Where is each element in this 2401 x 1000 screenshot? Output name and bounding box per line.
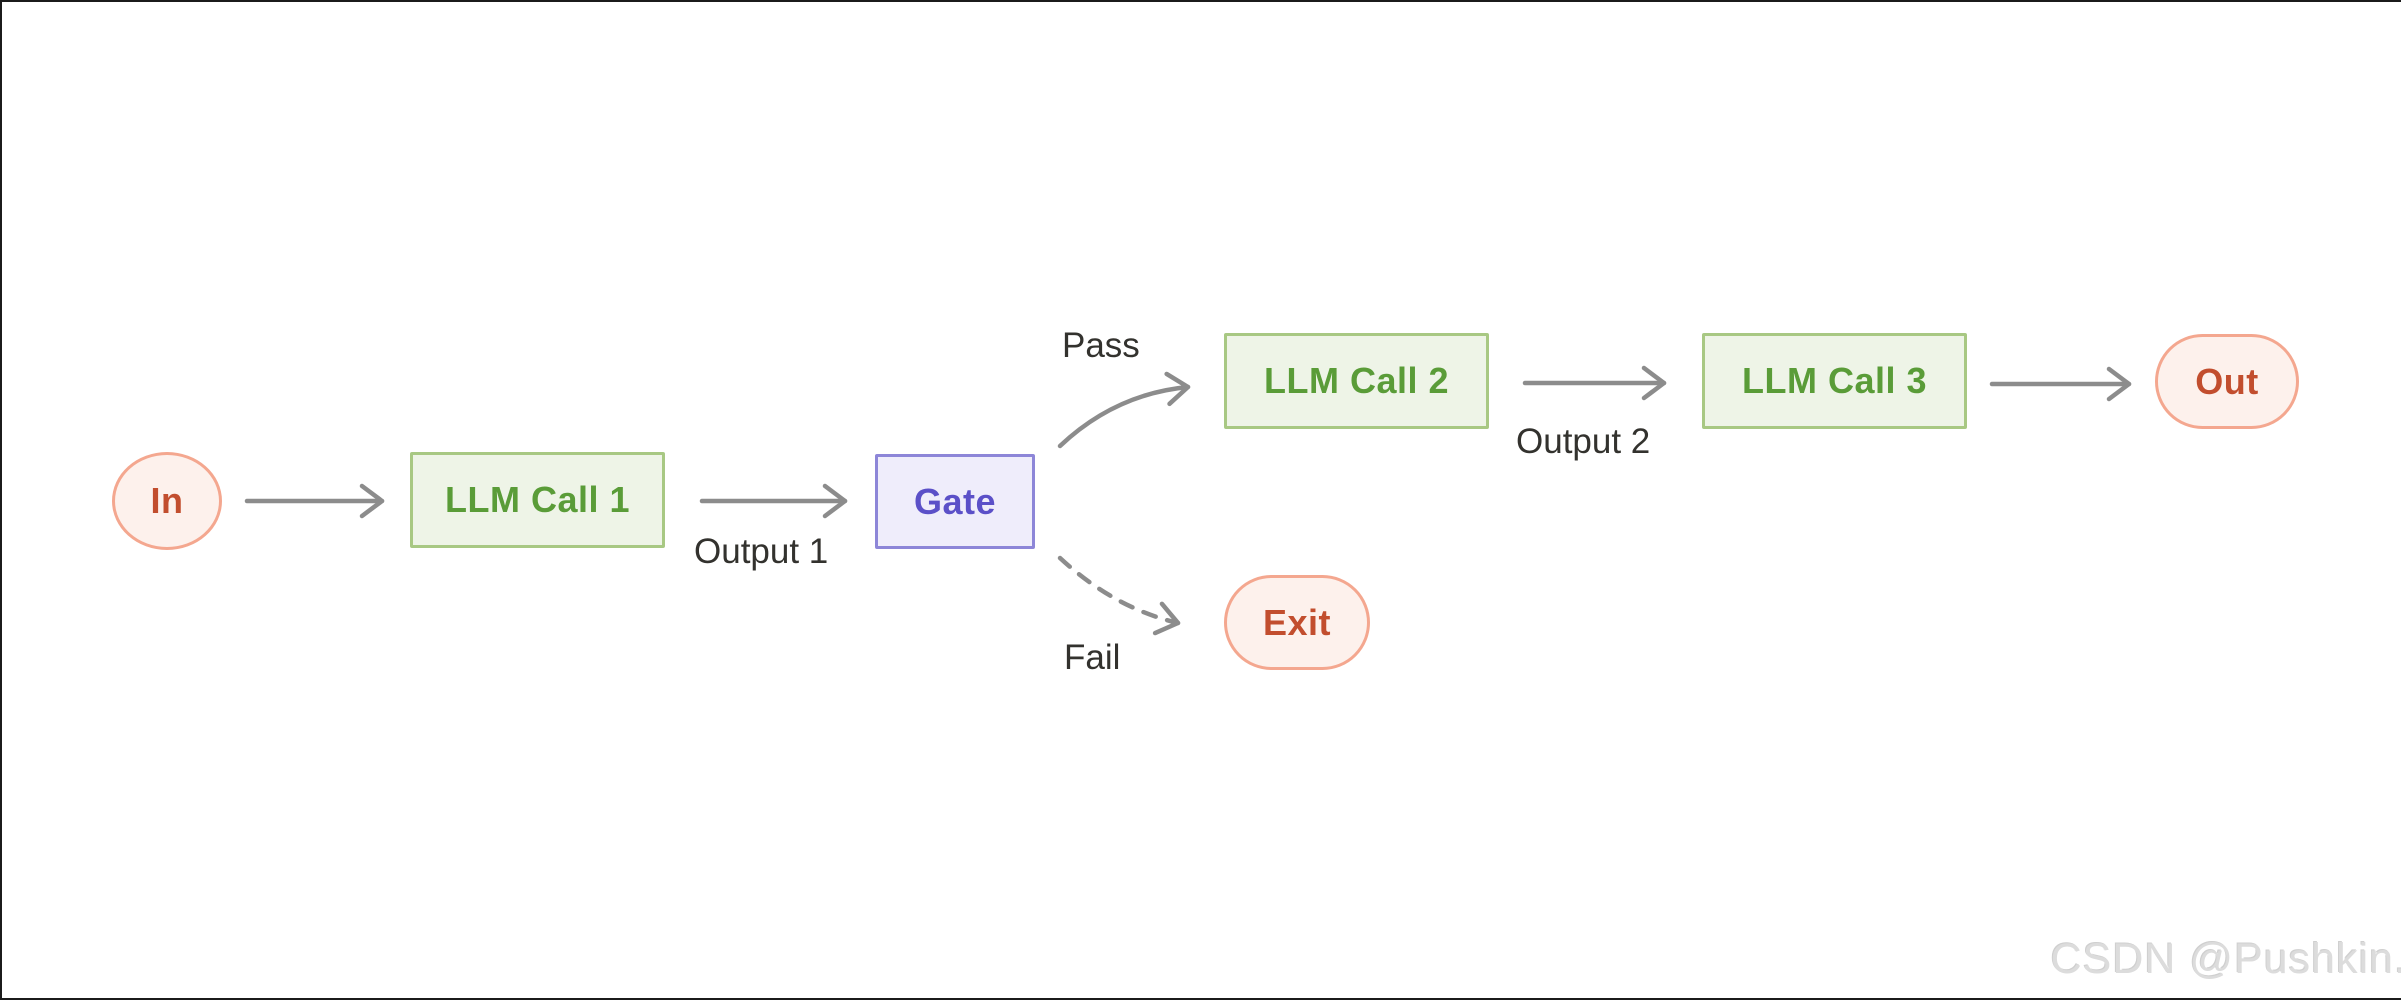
edge-gate-pass-to-llm-call-2 [1057,371,1191,449]
watermark-text: CSDN @Pushkin. [2050,935,2401,983]
edge-label-fail: Fail [1064,638,1121,677]
edge-label-pass: Pass [1062,326,1140,365]
node-gate: Gate [875,454,1035,549]
node-llm-call-2: LLM Call 2 [1224,333,1489,429]
edge-gate-fail-to-exit [1057,555,1181,636]
edge-label-output-1: Output 1 [694,532,829,571]
node-exit: Exit [1224,575,1370,670]
node-llm-call-3: LLM Call 3 [1702,333,1967,429]
node-out: Out [2155,334,2299,429]
node-in: In [112,452,222,550]
node-llm-call-1: LLM Call 1 [410,452,665,548]
edge-label-output-2: Output 2 [1516,422,1651,461]
